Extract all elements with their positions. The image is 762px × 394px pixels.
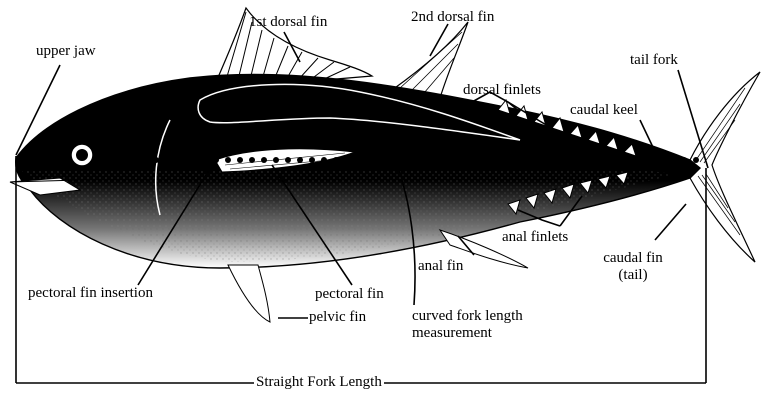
pectoral-fin-insertion-label: pectoral fin insertion — [28, 285, 153, 302]
tail-fork-label: tail fork — [630, 52, 678, 69]
pectoral-fin-label: pectoral fin — [315, 286, 384, 303]
curved-fork-length-line1: curved fork length — [412, 308, 523, 324]
curved-fork-length-line2: measurement — [412, 325, 492, 341]
first-dorsal-fin-label: 1st dorsal fin — [249, 14, 327, 31]
caudal-keel-label: caudal keel — [570, 102, 638, 119]
pelvic-fin-shape — [228, 265, 270, 322]
caudal-fin-label: caudal fin (tail) — [597, 250, 669, 284]
upper-jaw-label: upper jaw — [36, 43, 96, 60]
anal-finlets-label: anal finlets — [502, 229, 568, 246]
caudal-fin — [690, 72, 760, 262]
straight-fork-length-label: Straight Fork Length — [254, 374, 384, 391]
dorsal-finlets-label: dorsal finlets — [463, 82, 541, 99]
anal-fin-label: anal fin — [418, 258, 463, 275]
second-dorsal-fin-label: 2nd dorsal fin — [411, 9, 494, 26]
pelvic-fin-label: pelvic fin — [309, 309, 366, 326]
caudal-fin-label-line1: caudal fin — [603, 250, 663, 266]
curved-fork-length-label: curved fork length measurement — [412, 308, 523, 342]
caudal-fin-label-line2: (tail) — [618, 267, 647, 283]
